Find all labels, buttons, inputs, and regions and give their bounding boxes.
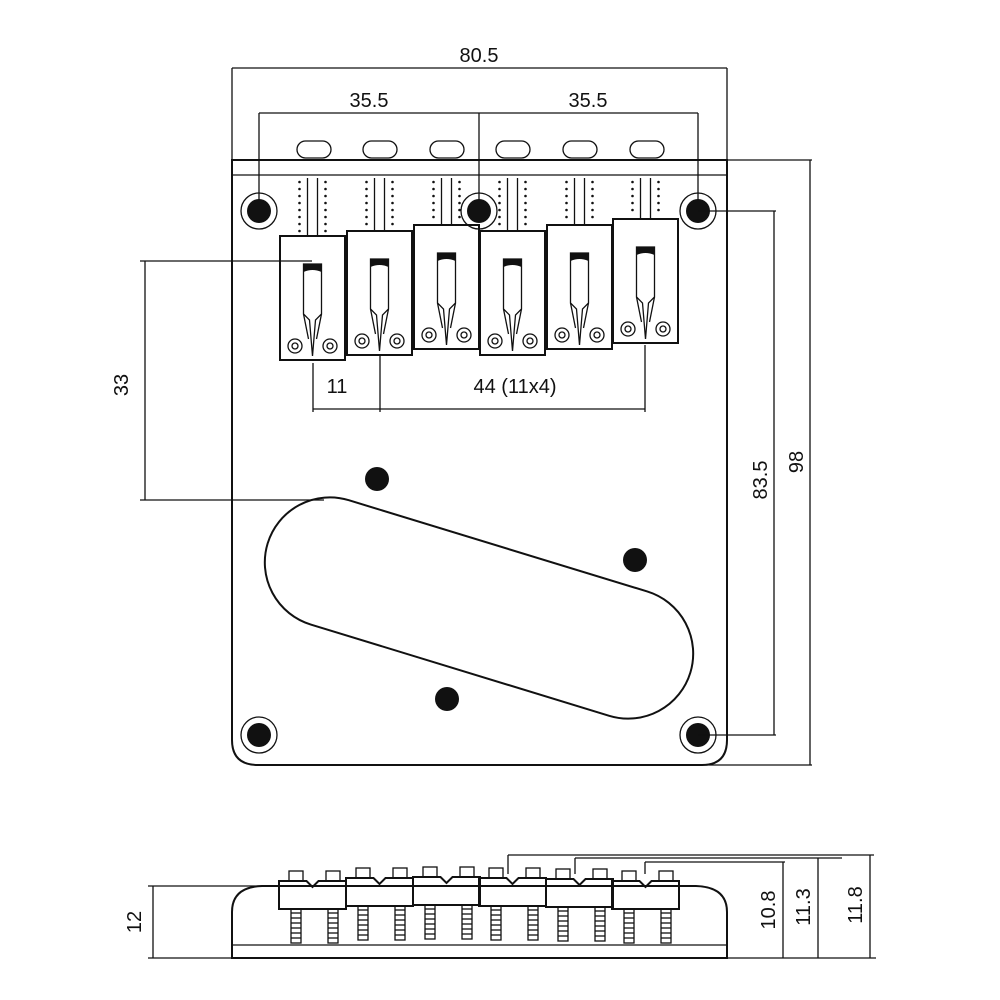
string-slot (629, 140, 665, 159)
side-view: 12 10.8 11.3 11.8 (124, 854, 876, 959)
string-slot (362, 140, 398, 159)
side-saddle (545, 868, 614, 942)
saddles (279, 218, 679, 361)
intonation-screw (498, 178, 527, 231)
string-slot (429, 140, 465, 159)
saddle (546, 224, 613, 350)
intonation-screw (432, 178, 461, 225)
mount-hole (247, 723, 271, 747)
saddle (279, 235, 346, 361)
saddle (346, 230, 413, 356)
saddle (479, 230, 546, 356)
dim-mount-spacing: 83.5 (698, 210, 776, 736)
dim-base-height: 12 (124, 885, 262, 959)
pickup-screw-hole (365, 467, 389, 491)
saddle (612, 218, 679, 344)
dim-label-string-spacing: 44 (11x4) (473, 376, 556, 398)
saddle (413, 224, 480, 350)
dim-saddle-pickup: 33 (111, 260, 324, 501)
dim-half-widths: 35.5 35.5 (258, 90, 699, 200)
dim-overall-length: 98 (702, 159, 812, 766)
side-saddle (412, 866, 481, 940)
mount-hole-ring (240, 716, 278, 754)
intonation-screw (631, 178, 660, 219)
string-slot (296, 140, 332, 159)
pickup-screw-hole (435, 687, 459, 711)
pickup-screw-hole (623, 548, 647, 572)
dim-label-mount-spacing: 83.5 (750, 461, 772, 500)
dim-saddle-heights: 10.8 11.3 11.8 (507, 854, 876, 959)
mount-hole (467, 199, 491, 223)
intonation-screws (298, 178, 660, 236)
mount-hole (247, 199, 271, 223)
intonation-screw (565, 178, 594, 225)
dim-label-base-height: 12 (124, 911, 146, 933)
pickup-outline (263, 496, 695, 720)
dim-label-right-half: 35.5 (569, 90, 608, 112)
side-saddle (345, 867, 414, 941)
dim-label-overall-width: 80.5 (460, 45, 499, 67)
dim-label-saddle-pickup: 33 (111, 374, 133, 396)
dim-string-spacing: 11 44 (11x4) (312, 345, 646, 412)
pickup-cavity (263, 496, 695, 720)
side-saddle (278, 870, 347, 944)
string-slots (296, 140, 665, 159)
dim-label-saddle-high: 11.8 (845, 886, 867, 923)
dim-label-overall-length: 98 (786, 451, 808, 473)
side-saddle (611, 870, 680, 944)
side-saddles (278, 866, 680, 944)
side-saddle (478, 867, 547, 941)
string-slot (495, 140, 531, 159)
dim-overall-width: 80.5 (231, 45, 728, 160)
dim-label-first-spacing: 11 (327, 376, 348, 398)
string-slot (562, 140, 598, 159)
intonation-screw (365, 178, 394, 231)
top-view: 80.5 35.5 35.5 98 83.5 (111, 45, 812, 766)
dim-label-left-half: 35.5 (350, 90, 389, 112)
intonation-screw (298, 178, 327, 236)
dim-label-saddle-low: 10.8 (758, 891, 780, 930)
dim-label-saddle-mid: 11.3 (793, 888, 815, 925)
